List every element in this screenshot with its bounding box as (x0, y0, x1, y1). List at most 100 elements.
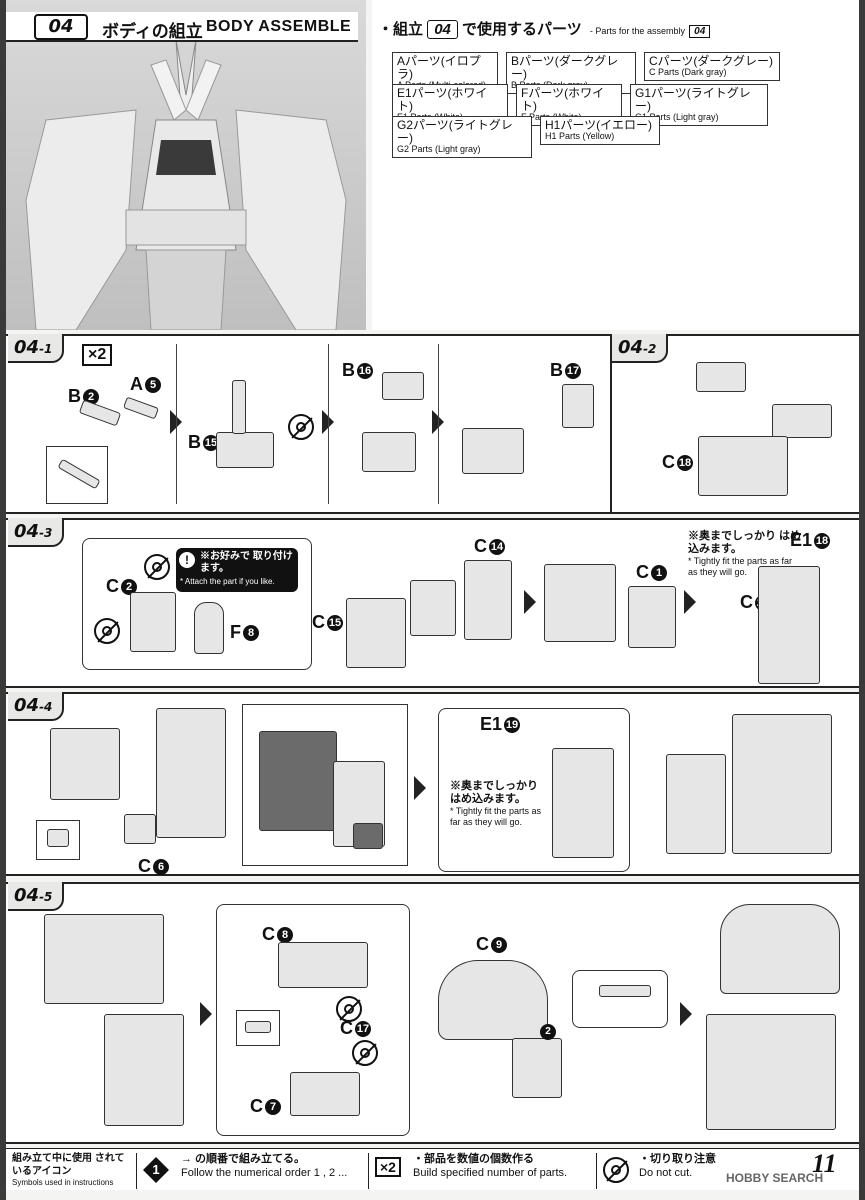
parts-title-prefix: ・組立 (378, 21, 424, 38)
part-c20-shape (552, 748, 614, 858)
no-cut-icon (603, 1157, 629, 1183)
part-04-2-side (772, 404, 832, 438)
part-tile-c: Cパーツ(ダークグレー)C Parts (Dark gray) (644, 52, 780, 82)
part-c1-shape (628, 586, 676, 648)
part-c6-shape (124, 814, 156, 844)
order-icon: 1 (143, 1157, 169, 1183)
no-cut-icon (288, 414, 314, 440)
part-c8-shape (278, 942, 368, 988)
part-f8-pilot (194, 602, 224, 654)
part-c9-shape (438, 960, 548, 1040)
step-04-5-tag: 04-5 (8, 882, 65, 911)
parts-title-suffix: で使用するパーツ (462, 21, 582, 38)
part-tile-g2: G2パーツ(ライトグレー)G2 Parts (Light gray) (392, 116, 532, 159)
part-c2-seat (130, 592, 176, 652)
part-upper-assembly (44, 914, 164, 1004)
part-c9-plate (512, 1038, 562, 1098)
no-cut-text-jp: ・切り取り注意 (639, 1153, 716, 1165)
detail-inset (46, 446, 108, 504)
step-04-1-tag: 04-1 (8, 334, 65, 363)
no-cut-text-en: Do not cut. (639, 1166, 693, 1179)
optional-note-en: * Attach the part if you like. (180, 577, 275, 586)
parts-title-en: - Parts for the assembly (589, 26, 685, 36)
part-final-lower (706, 1014, 836, 1130)
icon-legend-footer: 組み立て中に使用 されているアイコン Symbols used in instr… (6, 1148, 859, 1190)
part-right-body (732, 714, 832, 854)
part-b15-shape (216, 432, 274, 468)
step-04-5-panel: 04-5 C8 C17 C7 C9 1 2 (6, 882, 859, 1144)
part-a5-shape (122, 396, 160, 420)
part-seat-shape (410, 580, 456, 636)
detail-inset (236, 1010, 280, 1046)
part-c15-shape (346, 598, 406, 668)
part-rod-shape (232, 380, 246, 434)
legend-no-cut: ・切り取り注意 Do not cut. (596, 1153, 716, 1189)
legend-multiplier: ×2 ・部品を数値の個数作る Build specified number of… (368, 1153, 590, 1189)
multiplier-icon: ×2 (375, 1157, 401, 1177)
parts-section: ・組立 04 で使用するパーツ - Parts for the assembly… (372, 0, 859, 330)
page-number: 11 (812, 1149, 837, 1178)
optional-note-box: ! ※お好みで 取り付けます。 * Attach the part if you… (176, 548, 298, 592)
tight-fit-note: ※奥までしっかり はめ込みます。 * Tightly fit the parts… (450, 780, 542, 828)
no-cut-icon (352, 1040, 378, 1066)
legend-order: 1 → の順番で組み立てる。 Follow the numerical orde… (136, 1153, 362, 1189)
step-04-2-tag: 04-2 (612, 334, 669, 363)
order-badge-2: 2 (540, 1024, 556, 1040)
no-cut-icon (336, 996, 362, 1022)
hero-image: 04 ボディの組立 BODY ASSEMBLE (6, 0, 366, 330)
part-c1-assembly (544, 564, 616, 642)
next-arrow (200, 1002, 212, 1026)
next-arrow (414, 776, 426, 800)
next-arrow (684, 590, 696, 614)
part-tile-h1: H1パーツ(イエロー)H1 Parts (Yellow) (540, 116, 660, 146)
legend-title: 組み立て中に使用 されているアイコン Symbols used in instr… (12, 1153, 130, 1189)
multiplier-badge: ×2 (82, 344, 113, 366)
step-number: 04 (48, 16, 74, 37)
multiplier-text-jp: ・部品を数値の個数作る (413, 1153, 534, 1165)
tight-fit-note: ※奥までしっかり はめ込みます。 * Tightly fit the parts… (688, 530, 802, 578)
parts-title-en-badge: 04 (689, 25, 711, 38)
watermark: HOBBY SEARCH (726, 1171, 824, 1185)
detail-inset (36, 820, 80, 860)
part-lower-assembly (104, 1014, 184, 1126)
legend-title-jp: 組み立て中に使用 されているアイコン (12, 1153, 125, 1177)
part-04-2-top (696, 362, 746, 392)
next-arrow (680, 1002, 692, 1026)
step-04-4-tag: 04-4 (8, 692, 65, 721)
no-cut-icon (94, 618, 120, 644)
part-c14-shape (464, 560, 512, 640)
part-c7-shape (290, 1072, 360, 1116)
part-b17-shape (562, 384, 594, 428)
instruction-page: 04 ボディの組立 BODY ASSEMBLE ・組立 04 で使用するパーツ … (6, 0, 859, 1200)
part-b17-assembly (462, 428, 524, 474)
warning-icon: ! (179, 552, 195, 568)
step-title-jp: ボディの組立 (102, 22, 203, 41)
part-b16-base (362, 432, 416, 472)
part-final-upper (720, 904, 840, 994)
part-c18-shape (698, 436, 788, 496)
part-right-frame (666, 754, 726, 854)
part-left-body (50, 728, 120, 800)
robot-torso-illustration (25, 39, 347, 330)
parts-section-title: ・組立 04 で使用するパーツ - Parts for the assembly… (378, 18, 711, 39)
step-title-en: BODY ASSEMBLE (206, 18, 352, 35)
step-04-3-tag: 04-3 (8, 518, 65, 547)
